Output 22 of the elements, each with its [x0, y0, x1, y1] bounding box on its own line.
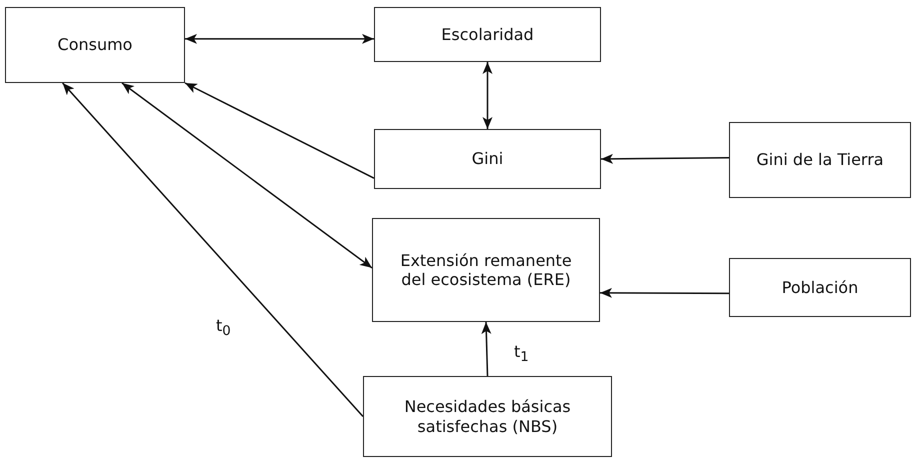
- process-box: [374, 129, 601, 189]
- arrow: [122, 82, 372, 269]
- arrow: [482, 62, 492, 129]
- node-text: Población: [780, 278, 860, 298]
- node-text: Gini: [470, 149, 504, 169]
- arrow: [481, 322, 492, 376]
- node-text: Gini de la Tierra: [755, 150, 885, 170]
- process-box: [363, 376, 612, 457]
- node-text: Necesidades básicas satisfechas (NBS): [403, 397, 572, 436]
- arrow: [600, 288, 729, 298]
- node-text: Consumo: [56, 35, 134, 55]
- process-box: [374, 7, 601, 62]
- node-text: Escolaridad: [440, 24, 535, 44]
- process-box: [372, 218, 600, 322]
- arrow: [601, 154, 729, 164]
- arrow: [184, 82, 374, 179]
- process-box: [729, 122, 911, 198]
- process-box: [5, 7, 185, 83]
- node-text: Extensión remanente del ecosistema (ERE): [399, 250, 573, 290]
- process-box: [729, 258, 911, 317]
- arrow: [185, 34, 374, 44]
- arrow: [62, 82, 364, 417]
